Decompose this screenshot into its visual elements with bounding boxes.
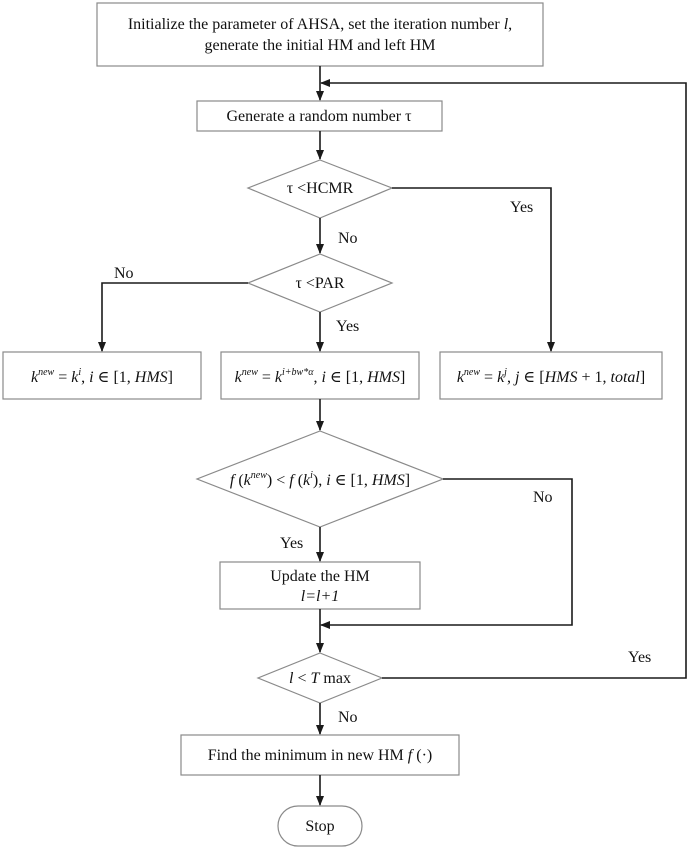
- par-decision-label: τ <PAR: [295, 275, 344, 292]
- update-hm-line2: l=l+1: [301, 588, 339, 605]
- generate-random-node: Generate a random number τ: [196, 100, 443, 132]
- left-hm-label: knew = kj, j ∈ [HMS + 1, total]: [457, 367, 645, 386]
- edge-iter-yes-loop: [320, 79, 687, 679]
- hcmr-no-label: No: [338, 230, 358, 247]
- pitch-adjust-label: knew = ki+bw*α, i ∈ [1, HMS]: [235, 367, 406, 386]
- edge-par-no-to-left: [98, 282, 248, 352]
- edge-hcmr-yes-to-right: [392, 187, 555, 352]
- fitness-compare-node: f (knew) < f (ki), i ∈ [1, HMS]: [195, 430, 445, 528]
- iteration-check-label: l < T max: [289, 670, 351, 687]
- par-no-label: No: [114, 265, 134, 282]
- hcmr-decision-label: τ <HCMR: [287, 180, 354, 197]
- hcmr-decision-node: τ <HCMR: [246, 159, 394, 219]
- hcmr-yes-label: Yes: [510, 199, 533, 216]
- compare-no-label: No: [533, 489, 553, 506]
- fitness-compare-label: f (knew) < f (ki), i ∈ [1, HMS]: [230, 470, 410, 489]
- memory-consider-label: knew = ki, i ∈ [1, HMS]: [31, 367, 173, 386]
- iteration-check-node: l < T max: [256, 652, 384, 704]
- iter-yes-label: Yes: [628, 649, 651, 666]
- init-node: Initialize the parameter of AHSA, set th…: [96, 2, 544, 67]
- memory-consider-node: knew = ki, i ∈ [1, HMS]: [2, 351, 202, 400]
- pitch-adjust-node: knew = ki+bw*α, i ∈ [1, HMS]: [220, 351, 420, 400]
- stop-node: Stop: [277, 805, 363, 847]
- left-hm-node: knew = kj, j ∈ [HMS + 1, total]: [439, 351, 663, 400]
- update-hm-line1: Update the HM: [270, 568, 370, 585]
- generate-random-label: Generate a random number τ: [226, 108, 412, 125]
- init-line1: Initialize the parameter of AHSA, set th…: [128, 16, 512, 33]
- init-line2: generate the initial HM and left HM: [204, 37, 435, 54]
- update-hm-node: Update the HM l=l+1: [219, 561, 421, 610]
- find-minimum-label: Find the minimum in new HM f (·): [208, 747, 432, 764]
- stop-label: Stop: [305, 818, 334, 835]
- iter-no-label: No: [338, 709, 358, 726]
- compare-yes-label: Yes: [280, 535, 303, 552]
- edge-compare-no-to-merge: [320, 478, 573, 629]
- par-yes-label: Yes: [336, 318, 359, 335]
- par-decision-node: τ <PAR: [246, 253, 394, 313]
- find-minimum-node: Find the minimum in new HM f (·): [180, 734, 460, 776]
